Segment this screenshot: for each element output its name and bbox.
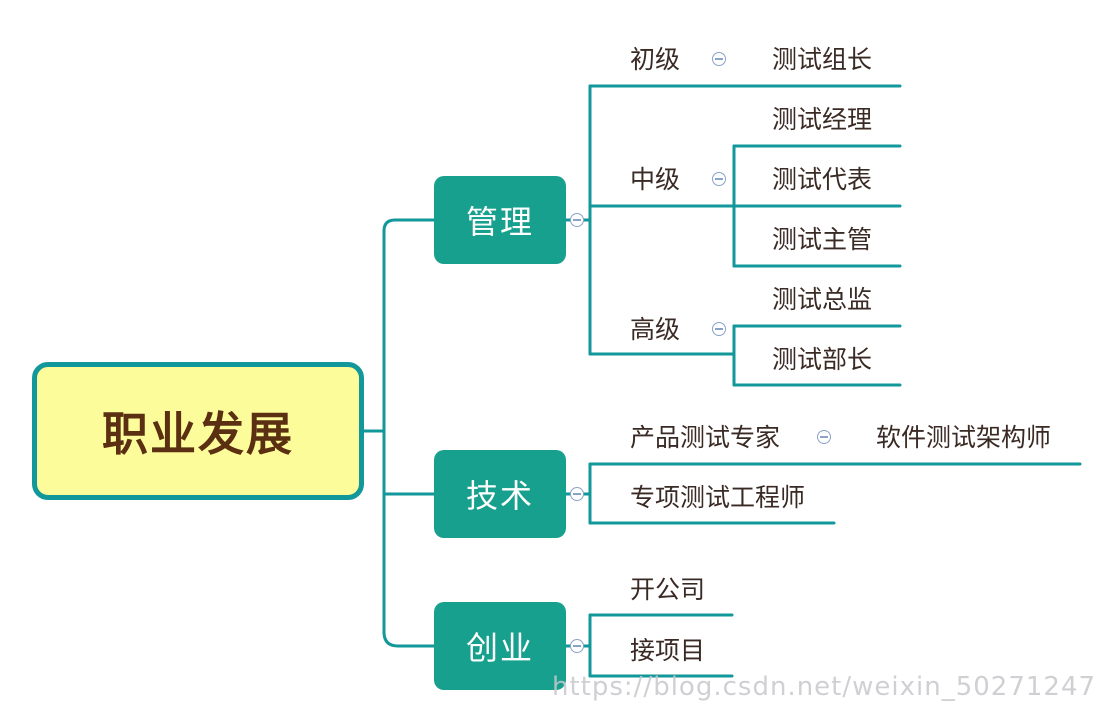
- collapse-icon[interactable]: [817, 430, 831, 444]
- entre-take-projects[interactable]: 接项目: [630, 636, 706, 665]
- level-senior[interactable]: 高级: [630, 315, 681, 344]
- branch-technical[interactable]: 技术: [434, 450, 566, 538]
- collapse-icon[interactable]: [712, 52, 726, 66]
- branch-management[interactable]: 管理: [434, 176, 566, 264]
- role-test-department-head[interactable]: 测试部长: [772, 345, 873, 374]
- role-test-supervisor[interactable]: 测试主管: [772, 225, 873, 254]
- role-test-manager[interactable]: 测试经理: [772, 105, 873, 134]
- branch-entrepreneurship[interactable]: 创业: [434, 602, 566, 690]
- collapse-icon[interactable]: [712, 322, 726, 336]
- root-topic[interactable]: 职业发展: [32, 362, 364, 500]
- role-test-director[interactable]: 测试总监: [772, 285, 873, 314]
- tech-product-test-expert[interactable]: 产品测试专家: [630, 423, 781, 452]
- collapse-icon[interactable]: [570, 213, 584, 227]
- collapse-icon[interactable]: [570, 487, 584, 501]
- tech-specialized-test-engineer[interactable]: 专项测试工程师: [630, 483, 806, 512]
- entre-open-company[interactable]: 开公司: [630, 575, 706, 604]
- level-junior[interactable]: 初级: [630, 45, 681, 74]
- collapse-icon[interactable]: [712, 172, 726, 186]
- role-test-representative[interactable]: 测试代表: [772, 165, 873, 194]
- collapse-icon[interactable]: [570, 639, 584, 653]
- level-middle[interactable]: 中级: [630, 165, 681, 194]
- role-test-team-lead[interactable]: 测试组长: [772, 45, 873, 74]
- watermark-text: https://blog.csdn.net/weixin_50271247: [552, 672, 1097, 702]
- tech-software-test-architect[interactable]: 软件测试架构师: [876, 423, 1052, 452]
